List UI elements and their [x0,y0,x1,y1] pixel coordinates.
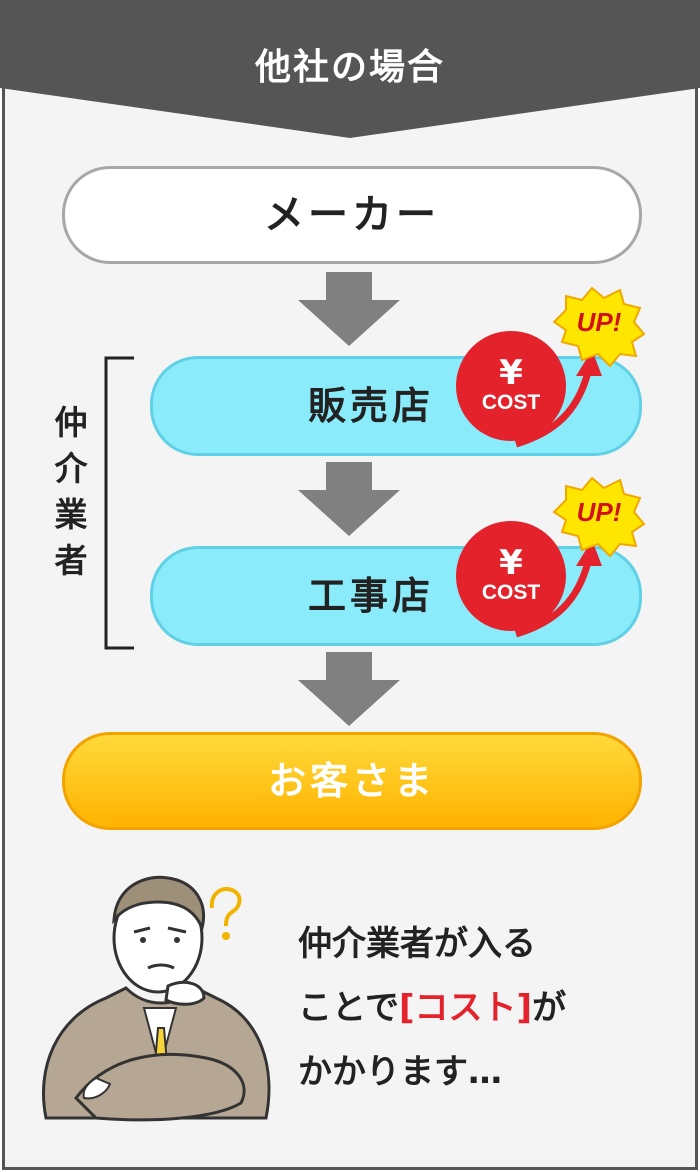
cost-message: 仲介業者が入る ことで[コスト]が かかります… [298,912,678,1104]
intermediary-label: 仲 介 業 者 [48,400,94,584]
flow-step-customer-label: お客さま [267,759,436,803]
intermediary-label-char: 仲 [54,403,88,442]
cost-badge-contractor: ¥ COST [456,521,576,641]
message-line-2-before: ことで [298,988,399,1028]
flow-step-contractor-label: 工事店 [307,574,434,618]
header-title: 他社の場合 [254,47,445,88]
message-cost-highlight: [コスト] [398,988,533,1028]
header-banner [0,0,700,138]
intermediary-label-char: 者 [54,541,88,580]
cost-badge-dealer: ¥ COST [456,331,576,451]
up-text: UP! [576,307,622,337]
intermediary-label-char: 業 [54,495,88,534]
up-label-dealer: UP! [551,295,647,359]
message-line-1: 仲介業者が入る [298,924,536,964]
yen-icon: ¥ [499,543,523,583]
flow-step-maker: メーカー [62,166,642,264]
flow-step-dealer-label: 販売店 [307,384,434,428]
message-line-3: かかります… [298,1052,502,1092]
flow-step-customer: お客さま [62,732,642,830]
message-line-2: ことで[コスト]が [298,976,678,1040]
yen-icon: ¥ [499,353,523,393]
intermediary-label-char: 介 [54,449,88,488]
cost-badge-text: COST [481,391,541,414]
message-line-2-after: が [532,988,567,1028]
up-label-contractor: UP! [551,485,647,549]
up-text: UP! [576,497,622,527]
flow-step-maker-label: メーカー [264,192,440,238]
cost-badge-text: COST [481,581,541,604]
thinking-man-illustration [42,875,271,1122]
